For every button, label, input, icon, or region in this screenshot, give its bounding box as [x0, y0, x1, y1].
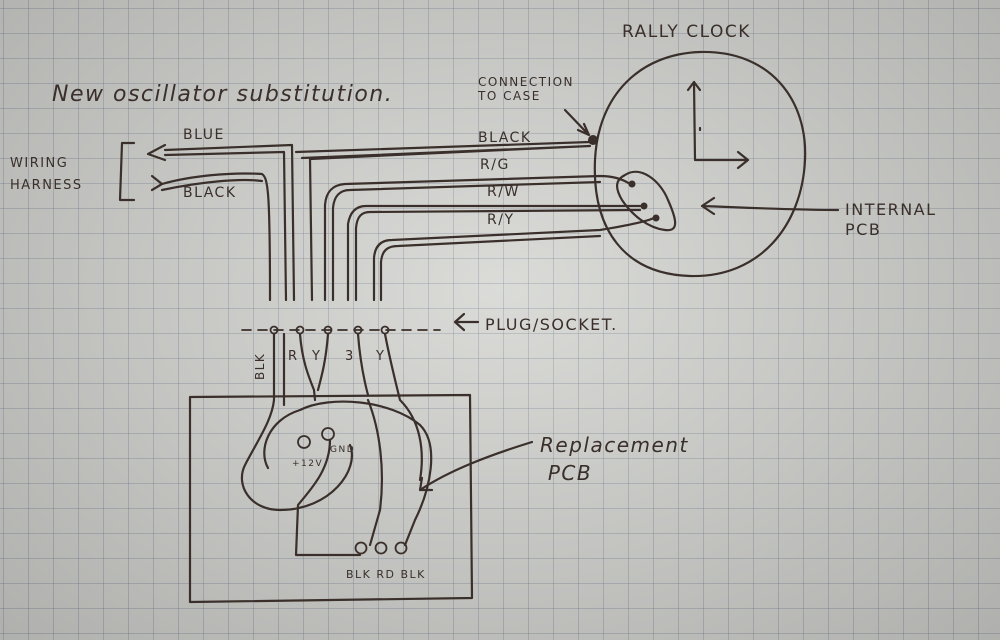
ry-wire	[372, 216, 656, 302]
terminal-12v-label: +12V	[292, 459, 323, 469]
black-harness-wire	[160, 172, 272, 302]
case-connection-dot	[588, 135, 598, 145]
internal-pcb-arrow	[700, 196, 840, 216]
black-case-wire	[294, 140, 592, 302]
internal-pcb-outline	[616, 170, 677, 232]
diagram-title: New oscillator substitution.	[52, 82, 393, 107]
clock-hands-icon	[686, 80, 750, 170]
socket-label-y: Y	[311, 349, 321, 364]
terminal-rd	[374, 541, 388, 555]
blue-wire-arrow	[146, 143, 167, 162]
lower-wires	[240, 332, 423, 512]
terminal-blk-1	[354, 541, 368, 555]
plug-socket-label: PLUG/SOCKET.	[485, 315, 618, 334]
terminal-gnd	[321, 427, 335, 441]
ry-wire-label: R/Y	[487, 212, 515, 228]
socket-label-blk: BLK	[253, 353, 267, 380]
socket-label-y2: Y	[375, 349, 385, 364]
rg-wire-label: R/G	[480, 157, 510, 173]
terminal-12v	[297, 435, 311, 449]
harness-bracket	[118, 141, 136, 202]
case-arrow	[563, 108, 591, 137]
rally-clock-label: RALLY CLOCK	[622, 22, 751, 42]
bottom-terminals-label: BLK RD BLK	[346, 568, 426, 581]
replacement-pcb-arrow	[418, 440, 534, 492]
blue-wire	[163, 143, 296, 302]
replacement-pcb-label: Replacement PCB	[540, 433, 689, 485]
terminal-blk-2	[394, 541, 408, 555]
replacement-pcb-board	[188, 393, 474, 604]
red-return	[366, 398, 384, 547]
rw-wire-label: R/W	[487, 184, 520, 200]
socket-label-3: 3	[345, 349, 355, 364]
terminal-gnd-label: GND	[330, 445, 355, 455]
rg-wire	[323, 174, 632, 302]
black-case-wire-label: BLACK	[478, 130, 532, 146]
rally-clock-circle	[593, 50, 807, 278]
rw-wire	[346, 204, 642, 302]
socket-label-r: R	[288, 349, 299, 364]
internal-pcb-pin-1	[628, 180, 636, 188]
black-wire-arrow	[150, 174, 164, 192]
gnd-return	[294, 438, 362, 557]
plug-socket-arrow	[453, 312, 480, 332]
black-harness-wire-label: BLACK	[183, 185, 237, 201]
blue-wire-label: BLUE	[183, 127, 225, 143]
replacement-loop	[263, 400, 433, 547]
internal-pcb-pin-2	[640, 202, 648, 210]
internal-pcb-pin-3	[652, 214, 660, 222]
